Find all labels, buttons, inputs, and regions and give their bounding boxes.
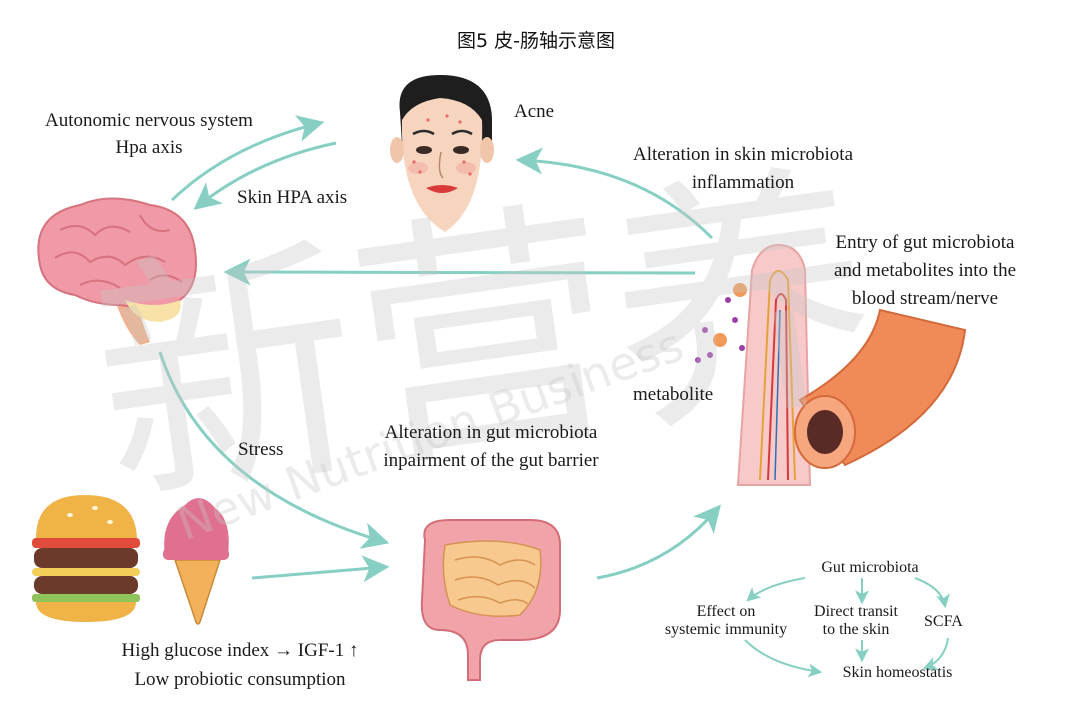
gut-illustration (420, 519, 561, 681)
mini-arrow-left-to-bottom (744, 639, 823, 678)
arrow-food-to-gut (251, 555, 390, 583)
mini-to-the-skin: to the skin (822, 621, 890, 638)
label-probiotic: Low probiotic consumption (134, 669, 346, 690)
label-gut-alteration-2: inpairment of the gut barrier (383, 450, 599, 471)
mini-arrow-to-left (746, 577, 806, 602)
label-acne: Acne (514, 101, 555, 122)
label-metabolite: metabolite (633, 384, 714, 405)
arrow-face-to-brain (193, 141, 337, 210)
face-illustration (390, 75, 494, 232)
label-glucose: High glucose index → IGF-1 ↑ (121, 640, 359, 661)
metabolite-particles (695, 283, 747, 363)
burger-illustration (32, 495, 140, 622)
mini-gut-microbiota: Gut microbiota (821, 559, 919, 576)
label-inflammation: inflammation (691, 172, 795, 193)
arrow-vessel-to-face (515, 147, 714, 240)
arrow-vessel-to-brain (223, 258, 696, 286)
villus-illustration (736, 243, 812, 486)
label-skin-microbiota: Alteration in skin microbiota (632, 144, 854, 165)
label-autonomic: Autonomic nervous system (45, 110, 253, 131)
label-hpa-axis: Hpa axis (115, 137, 183, 158)
arrow-brain-to-face (170, 115, 325, 202)
brain-illustration (37, 197, 197, 345)
mini-arrow-right-to-bottom (922, 637, 949, 671)
label-skin-hpa: Skin HPA axis (237, 187, 348, 208)
blood-vessel-illustration (794, 308, 967, 469)
mini-effect-on: Effect on (696, 603, 756, 620)
mini-arrow-to-right (914, 577, 950, 609)
arrow-brain-to-gut (158, 351, 390, 549)
mini-direct-transit: Direct transit (814, 603, 898, 620)
arrow-gut-to-vessel (596, 504, 721, 580)
label-stress: Stress (238, 439, 284, 460)
label-entry-3: blood stream/nerve (851, 288, 999, 309)
label-gut-alteration-1: Alteration in gut microbiota (384, 422, 598, 443)
figure-title: 图5 皮-肠轴示意图 (457, 30, 615, 52)
label-entry-1: Entry of gut microbiota (835, 232, 1015, 253)
ice-cream-illustration (163, 498, 229, 625)
mini-scfa: SCFA (924, 613, 963, 630)
mini-skin-homeostatis: Skin homeostatis (842, 664, 953, 681)
label-entry-2: and metabolites into the (833, 260, 1017, 281)
mini-systemic-immunity: systemic immunity (664, 621, 788, 638)
